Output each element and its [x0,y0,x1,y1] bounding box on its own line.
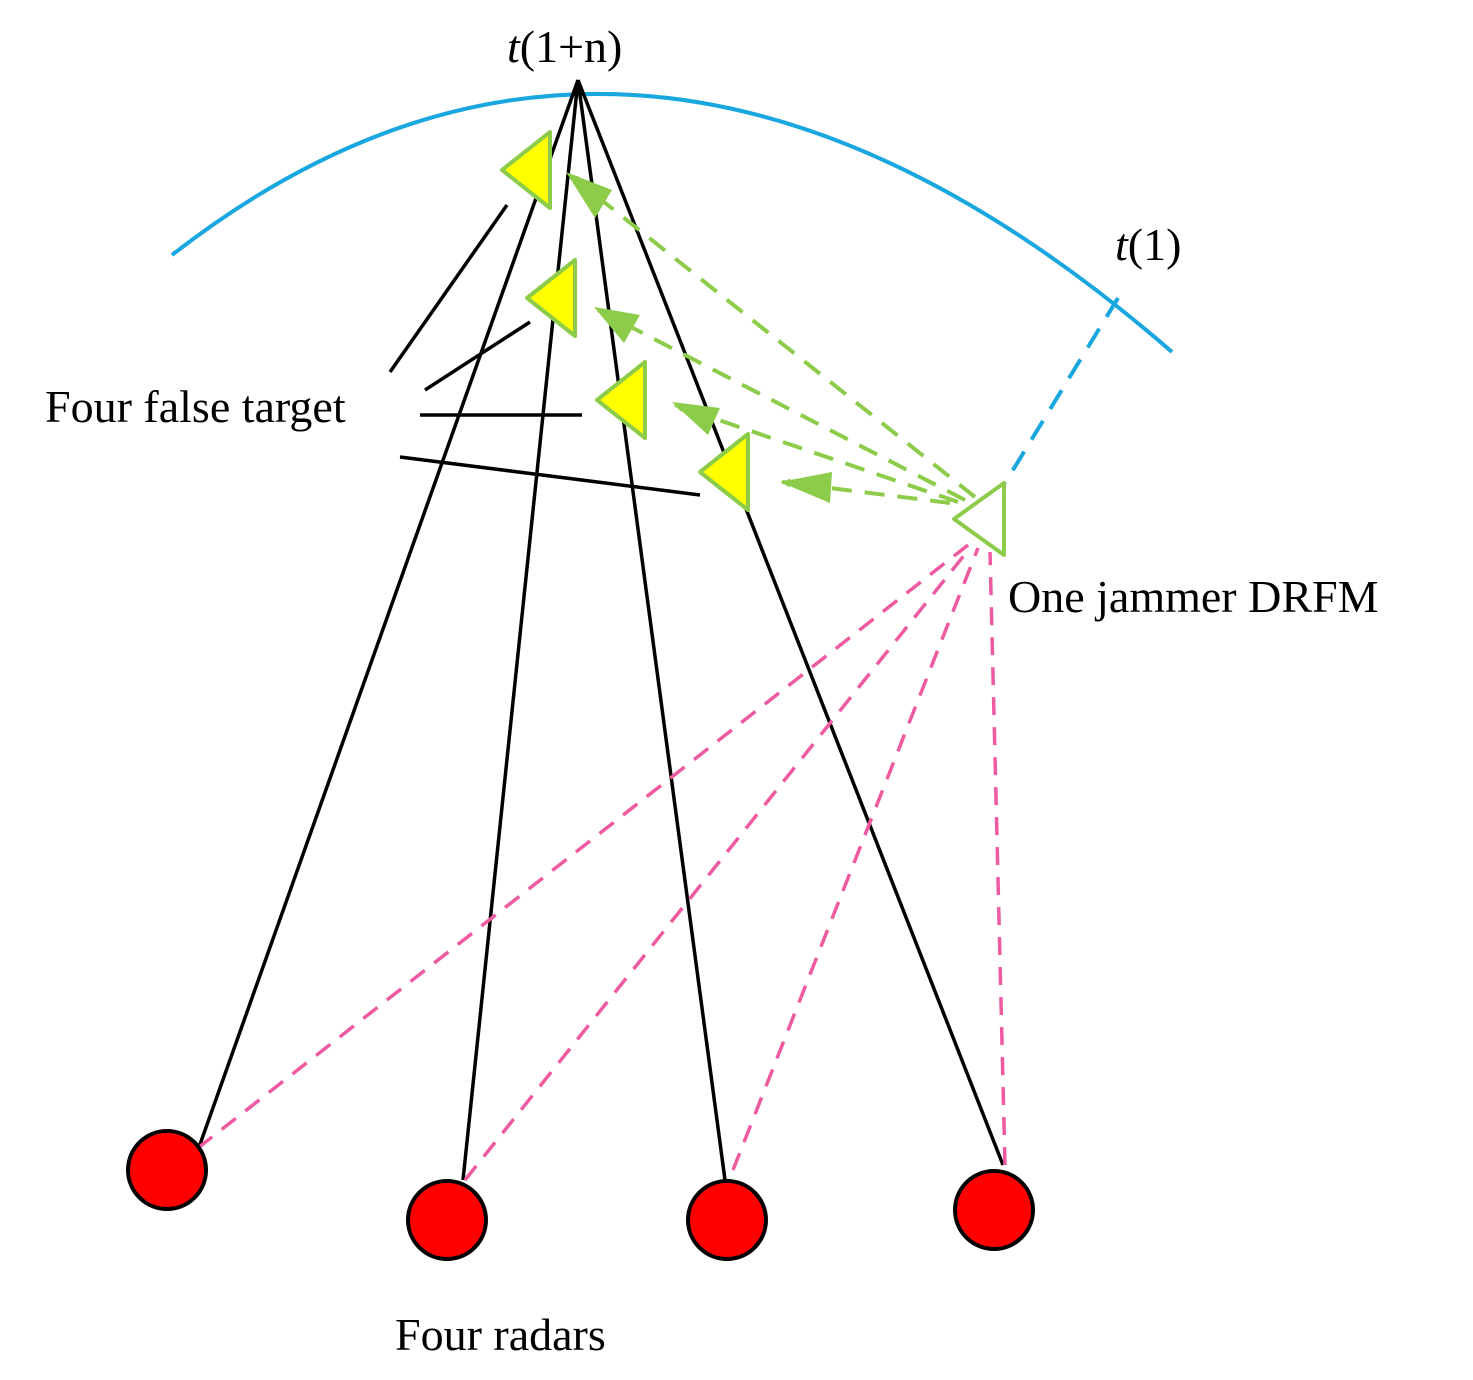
arrowhead-4 [780,472,832,503]
jamming-links [568,173,977,505]
false-target-2 [525,258,577,338]
radar-4 [953,1169,1035,1251]
label-time-right: t(1) [1115,219,1181,270]
false-target-leaders [388,203,701,497]
false-target-3 [595,360,647,440]
radar-sightlines [196,79,1005,1181]
sightline-4 [576,79,1005,1166]
jamming-arrowheads [566,172,832,503]
jamming-link-3 [674,403,959,504]
trajectory-dashed-link [1003,296,1120,485]
jamming-link-2 [597,308,966,502]
arrowhead-3 [672,402,720,435]
jamming-link-1 [568,173,977,499]
false-targets [500,130,750,512]
false-target-1 [500,130,552,210]
radar-jammer-link-3 [731,547,980,1171]
trajectory-arc [170,92,1174,354]
radar-jammer-links [196,543,1007,1182]
leader-1 [388,203,509,374]
leader-4 [399,455,701,497]
arrowhead-2 [594,307,640,343]
label-false-targets: Four false target [45,381,346,432]
sightline-2 [461,79,580,1181]
radar-jammer-link-2 [463,546,972,1182]
label-jammer: One jammer DRFM [1008,571,1379,622]
label-radars: Four radars [395,1309,606,1360]
radars [126,1129,1035,1261]
radar-jammer-link-4 [988,551,1007,1166]
sightline-1 [196,79,580,1151]
jammer-triangle [952,481,1006,557]
radar-3 [686,1179,768,1261]
radar-2 [406,1179,488,1261]
radar-1 [126,1129,208,1211]
false-target-4 [698,432,750,512]
sightline-3 [576,79,727,1181]
arrowhead-1 [566,172,612,218]
label-time-top: t(1+n) [507,21,622,72]
leader-2 [424,320,531,392]
radar-jammer-link-1 [196,543,970,1150]
